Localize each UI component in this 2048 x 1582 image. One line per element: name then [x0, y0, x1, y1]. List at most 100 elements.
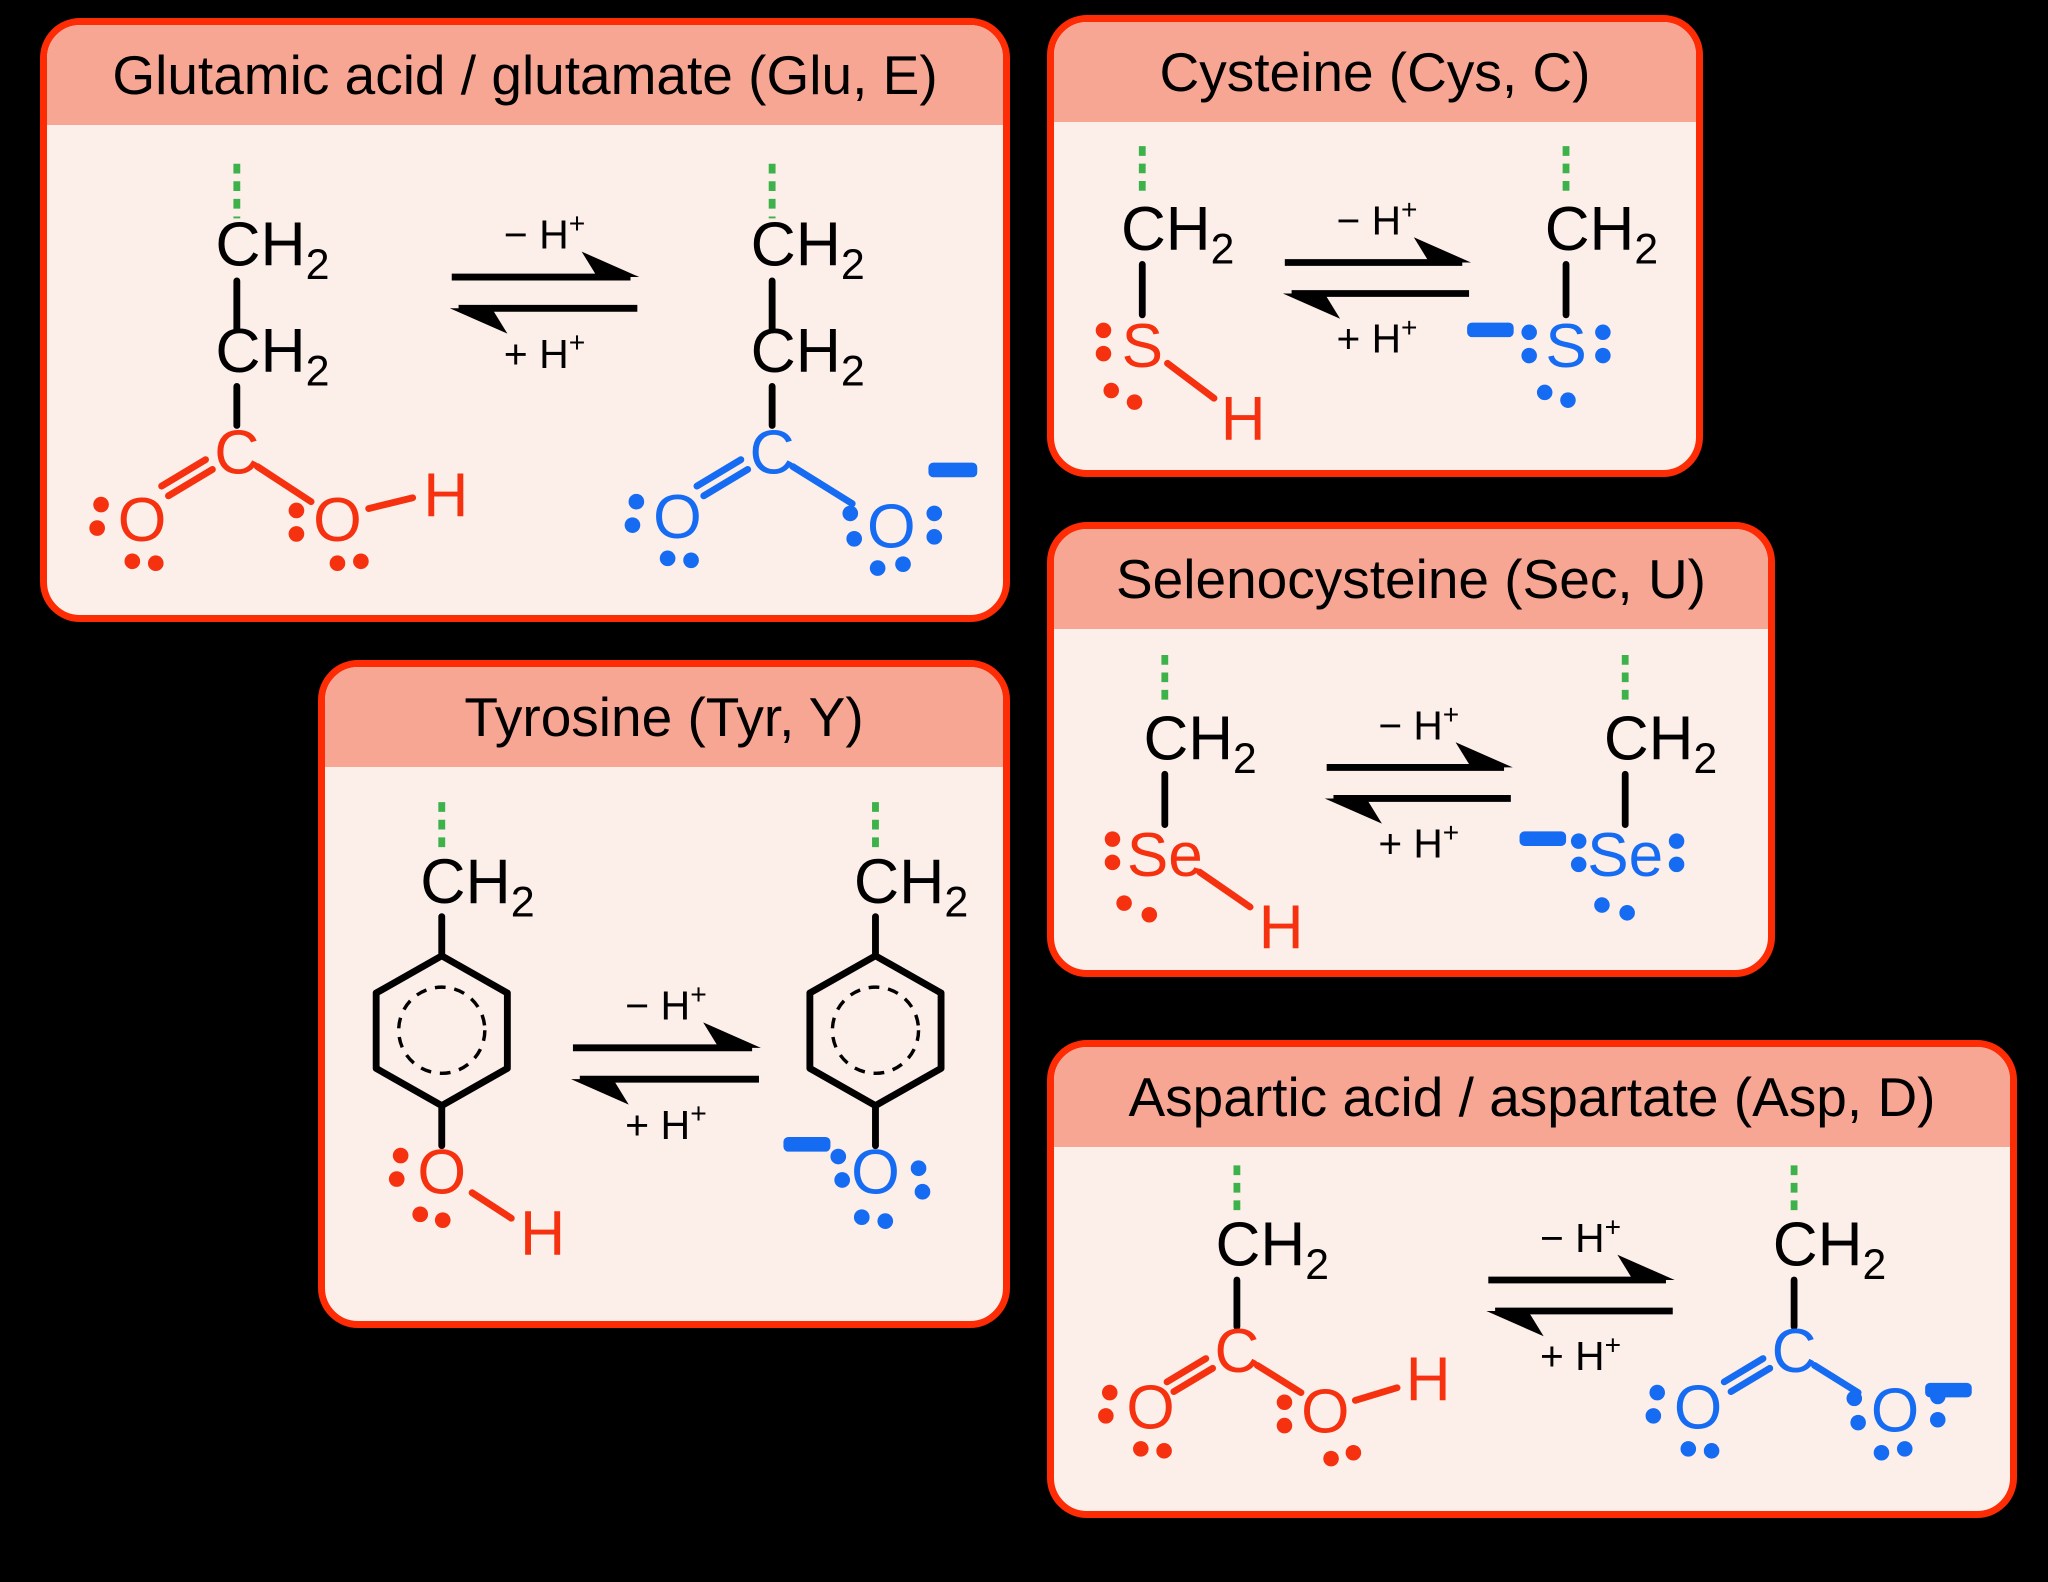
lone-pair-dot	[1103, 382, 1119, 399]
lone-pair-dot	[1276, 1417, 1293, 1434]
double-bond	[1720, 1355, 1767, 1386]
lone-pair-dot	[1098, 1408, 1114, 1424]
equilibrium-arrow: − H+ + H+	[1324, 699, 1513, 867]
benzene-ring	[806, 952, 945, 1110]
lone-pair-dot	[1929, 1411, 1946, 1428]
bond	[1196, 868, 1254, 911]
forward-arrowhead	[1617, 1254, 1675, 1280]
lone-pair-dot	[1276, 1394, 1293, 1411]
lone-pair-dot	[1116, 895, 1132, 911]
atom-label-ch2: CH2	[420, 847, 534, 927]
lone-pair-dot	[1896, 1441, 1913, 1457]
lone-pair-dot	[1104, 854, 1121, 871]
bond	[1351, 1384, 1401, 1404]
deprotonation-label: − H+	[1378, 699, 1459, 749]
lone-pair-dot	[1141, 907, 1158, 923]
lone-pair-dot	[93, 496, 109, 513]
lone-pair-dot	[830, 1148, 847, 1165]
double-bond	[693, 456, 745, 490]
atom-label-hydrogen: H	[520, 1198, 565, 1268]
double-bond	[1170, 1364, 1217, 1395]
lone-pair-dot	[1595, 347, 1611, 364]
panel-tyrosine: Tyrosine (Tyr, Y) CH2 O H − H+	[318, 660, 1010, 1328]
deprotonation-label: − H+	[504, 208, 586, 258]
lone-pair-dot	[926, 529, 943, 545]
lone-pair-dot	[1345, 1444, 1362, 1461]
lone-pair-dot	[1133, 1441, 1149, 1457]
atom-label-ch2: CH2	[1773, 1210, 1886, 1289]
lone-pair-dot	[846, 530, 863, 547]
double-bond	[158, 456, 209, 490]
panel-cysteine-header: Cysteine (Cys, C)	[1054, 22, 1696, 122]
protonation-label: + H+	[1378, 817, 1459, 867]
lone-pair-dot	[392, 1147, 409, 1164]
atom-label-selenium: Se	[1127, 821, 1203, 890]
deprotonated-structure: CH2 Se	[1519, 655, 1717, 921]
forward-arrowhead	[1413, 237, 1471, 263]
protonation-label: + H+	[625, 1098, 707, 1148]
atom-label-hydrogen: H	[423, 460, 468, 530]
aromatic-circle	[830, 985, 921, 1076]
lone-pair-dot	[1595, 324, 1611, 341]
atom-label-oxygen: O	[1301, 1377, 1349, 1446]
lone-pair-dot	[1873, 1444, 1890, 1461]
bond	[365, 494, 417, 512]
lone-pair-dot	[910, 1160, 927, 1177]
atom-label-ch2: CH2	[751, 209, 865, 289]
lone-pair-dot	[834, 1172, 851, 1188]
equilibrium-arrow: − H+ + H+	[1282, 194, 1471, 362]
lone-pair-dot	[1323, 1450, 1339, 1467]
lone-pair-dot	[628, 493, 645, 510]
panel-aspartate-diagram: CH2 C O O H − H+	[1098, 1165, 1972, 1467]
protonated-structure: CH2 Se H	[1104, 655, 1304, 963]
negative-charge-icon	[1925, 1382, 1972, 1398]
bond	[253, 463, 315, 506]
lone-pair-dot	[1668, 856, 1685, 873]
atom-label-ch2: CH2	[1545, 195, 1658, 274]
lone-pair-dot	[329, 555, 346, 572]
bond	[1811, 1361, 1862, 1396]
lone-pair-dot	[1668, 833, 1685, 849]
panel-glutamate: Glutamic acid / glutamate (Glu, E) CH2 C…	[40, 18, 1010, 622]
protonation-label: + H+	[1336, 312, 1417, 362]
atom-label-oxygen: O	[851, 1138, 900, 1208]
lone-pair-dot	[877, 1213, 894, 1229]
lone-pair-dot	[895, 556, 911, 573]
lone-pair-dot	[1850, 1414, 1866, 1431]
panel-tyrosine-header: Tyrosine (Tyr, Y)	[325, 667, 1003, 767]
panel-aspartate-header: Aspartic acid / aspartate (Asp, D)	[1054, 1047, 2010, 1147]
bond	[789, 463, 856, 508]
atom-label-selenium: Se	[1587, 821, 1663, 890]
forward-arrowhead	[581, 251, 640, 278]
double-bond	[1163, 1355, 1210, 1386]
lone-pair-dot	[926, 505, 943, 522]
panel-selenocysteine-header: Selenocysteine (Sec, U)	[1054, 529, 1768, 629]
lone-pair-dot	[914, 1183, 931, 1200]
atom-label-oxygen: O	[417, 1138, 466, 1208]
atom-label-ch2: CH2	[1121, 195, 1234, 274]
panel-selenocysteine: Selenocysteine (Sec, U) CH2 Se H − H+	[1047, 522, 1775, 977]
lone-pair-dot	[1104, 831, 1121, 847]
atom-label-carbon: C	[214, 417, 259, 487]
lone-pair-dot	[1521, 347, 1537, 364]
lone-pair-dot	[659, 550, 676, 567]
lone-pair-dot	[1619, 905, 1635, 921]
double-bond	[700, 466, 752, 500]
equilibrium-arrow: − H+ + H+	[1486, 1211, 1675, 1379]
atom-label-oxygen: O	[653, 482, 702, 552]
atom-label-ch2: CH2	[215, 209, 329, 289]
atom-label-hydrogen: H	[1259, 894, 1304, 963]
protonated-structure: CH2 C O O H	[1098, 1165, 1451, 1467]
atom-label-carbon: C	[750, 417, 795, 487]
negative-charge-icon	[928, 462, 978, 478]
lone-pair-dot	[1521, 324, 1537, 341]
lone-pair-dot	[683, 552, 699, 569]
panel-cysteine-title: Cysteine (Cys, C)	[1159, 41, 1591, 103]
protonation-label: + H+	[504, 327, 586, 377]
lone-pair-dot	[1156, 1443, 1172, 1459]
deprotonated-structure: CH2 O	[783, 802, 968, 1229]
lone-pair-dot	[124, 553, 141, 570]
bond	[1253, 1361, 1305, 1396]
atom-label-ch2: CH2	[1216, 1210, 1329, 1289]
atom-label-ch2: CH2	[215, 316, 329, 396]
